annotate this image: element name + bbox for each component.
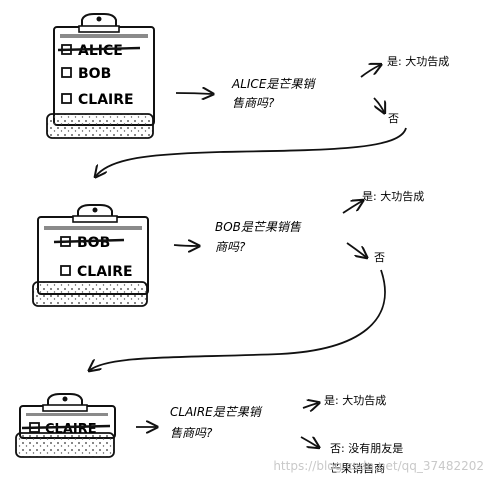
- yes-label-3: 是: 大功告成: [324, 393, 386, 407]
- name-alice-1: ALICE: [78, 43, 123, 59]
- clipboard-1: ALICE BOB CLAIRE: [46, 13, 155, 139]
- question-2-line2: 商吗?: [215, 240, 246, 254]
- name-claire-3: CLAIRE: [45, 422, 97, 437]
- question-3-line2: 售商吗?: [170, 426, 213, 440]
- name-claire-1: CLAIRE: [78, 92, 134, 108]
- strike-alice-1: [57, 46, 141, 52]
- clipboard-1-shade: [60, 34, 148, 38]
- yes-label-2: 是: 大功告成: [362, 189, 424, 203]
- checkbox-claire-1: [61, 93, 72, 104]
- clipboard-3-base: [15, 432, 115, 458]
- strike-claire-3: [21, 424, 111, 430]
- no-label-1: 否: [388, 112, 399, 125]
- curve-arrow-1: [96, 127, 407, 176]
- arrow-yes-1: [360, 65, 380, 78]
- clipboard-3-shade: [26, 413, 108, 416]
- clipboard-3: CLAIRE: [15, 393, 116, 458]
- checkbox-claire-2: [60, 265, 71, 276]
- watermark-text: https://blog.csdn.net/qq_37482202: [273, 459, 484, 473]
- yes-label-1: 是: 大功告成: [387, 54, 449, 68]
- clipboard-2-base: [32, 281, 148, 307]
- arrow-yes-3: [302, 403, 318, 408]
- no-label-2: 否: [374, 251, 385, 264]
- clipboard-1-base: [46, 113, 154, 139]
- clipboard-2: BOB CLAIRE: [32, 204, 149, 307]
- no-label-3-line2: 芒果销售商: [330, 461, 385, 475]
- checkbox-bob-1: [61, 67, 72, 78]
- arrow-yes-2: [342, 201, 362, 214]
- arrow-to-question-2: [173, 245, 198, 246]
- arrow-no-1: [373, 97, 384, 112]
- question-1-line1: ALICE是芒果销: [231, 77, 316, 91]
- strike-bob-2: [53, 238, 125, 244]
- curve-arrow-2: [90, 269, 386, 370]
- question-1-line2: 售商吗?: [232, 96, 275, 110]
- name-bob-2: BOB: [77, 235, 110, 251]
- name-bob-1: BOB: [78, 66, 111, 82]
- no-label-3-line1: 否: 没有朋友是: [330, 441, 403, 455]
- arrow-no-2: [346, 242, 366, 257]
- question-3-line1: CLAIRE是芒果销: [170, 405, 263, 419]
- arrow-to-question-1: [175, 93, 212, 94]
- clipboard-2-shade: [44, 226, 142, 230]
- question-2-line1: BOB是芒果销售: [215, 220, 302, 234]
- arrow-no-3: [300, 436, 318, 447]
- name-claire-2: CLAIRE: [77, 264, 133, 280]
